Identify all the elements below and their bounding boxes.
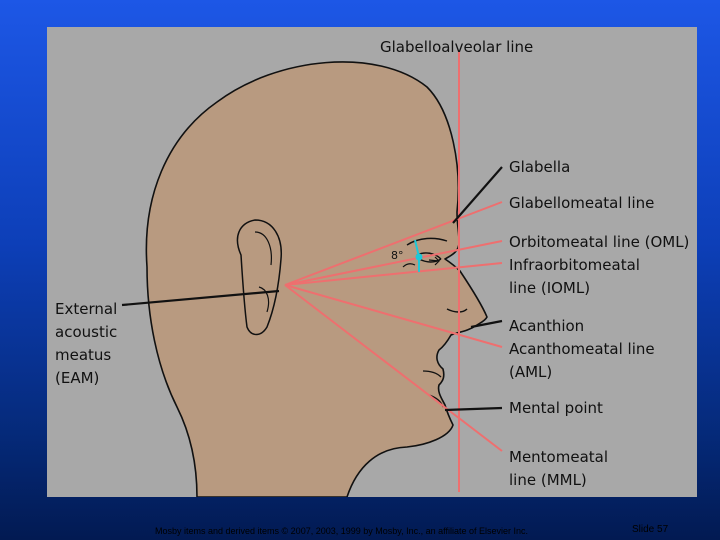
head-diagram — [121, 52, 503, 497]
ear-inner — [254, 231, 272, 313]
label-acanthomeatal-line: Acanthomeatal line (AML) — [509, 340, 655, 381]
glabellomeatal-line — [284, 201, 503, 286]
mental-point-leader — [444, 406, 503, 412]
angle-arrow — [402, 263, 416, 268]
label-glabelloalveolar-line: Glabelloalveolar line — [380, 38, 534, 56]
angle-label: 8° — [391, 249, 404, 262]
eam-leader — [121, 289, 280, 307]
label-glabella: Glabella — [509, 158, 571, 176]
mentomeatal-line — [284, 284, 503, 452]
label-mental-point: Mental point — [509, 399, 603, 417]
label-external-acoustic-meatus: External acoustic meatus (EAM) — [55, 300, 118, 387]
label-infraorbitomeatal-line: Infraorbitomeatal line (IOML) — [509, 256, 640, 297]
mouth — [422, 370, 442, 378]
slide-number: Slide 57 — [632, 524, 669, 535]
acanthomeatal-line — [284, 284, 503, 348]
eyebrow — [406, 237, 448, 246]
orbit-arrow — [428, 256, 440, 266]
glabella-leader — [452, 166, 503, 224]
copyright-notice: Mosby items and derived items © 2007, 20… — [155, 526, 528, 536]
acanthion-leader — [470, 319, 503, 329]
infraorbitomeatal-line — [284, 262, 503, 286]
label-mentomeatal-line: Mentomeatal line (MML) — [509, 448, 609, 489]
label-glabellomeatal-line: Glabellomeatal line — [509, 194, 655, 212]
angle-marker-point — [415, 253, 423, 261]
label-acanthion: Acanthion — [509, 317, 585, 335]
orbitomeatal-line — [284, 240, 503, 286]
diagram-panel: 8° Glabelloalveolar line Glabella Glabel… — [47, 27, 697, 497]
label-orbitomeatal-line: Orbitomeatal line (OML) — [509, 233, 690, 251]
